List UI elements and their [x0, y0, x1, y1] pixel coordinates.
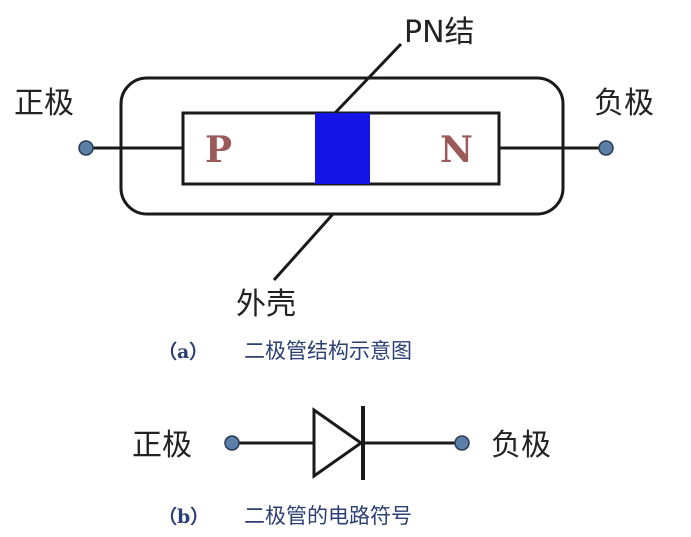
right-terminal-label: 负极 — [594, 86, 654, 121]
right-terminal-dot — [598, 140, 614, 156]
diode-circuit-symbol-diagram: 正极 负极 （b） 二极管的电路符号 — [132, 406, 551, 528]
caption-b-text: 二极管的电路符号 — [244, 504, 412, 528]
symbol-right-terminal-dot — [454, 435, 470, 451]
symbol-right-terminal-label: 负极 — [491, 428, 551, 463]
left-terminal-dot — [78, 140, 94, 156]
diode-structure-diagram: PN结 正极 负极 P N 外壳 （a） 二极管结构示意图 — [14, 15, 654, 363]
casing-label: 外壳 — [236, 287, 296, 322]
pn-junction-block — [315, 113, 370, 184]
caption-a-tag: （a） — [158, 340, 208, 363]
symbol-left-terminal-label: 正极 — [132, 428, 192, 463]
caption-a-text: 二极管结构示意图 — [244, 339, 412, 363]
n-region-label: N — [440, 129, 473, 171]
casing-outline — [119, 76, 565, 216]
pn-junction-label: PN结 — [404, 15, 475, 50]
symbol-left-terminal-dot — [224, 435, 240, 451]
diode-triangle-symbol — [312, 407, 364, 479]
p-region-label: P — [205, 129, 232, 171]
casing-pointer — [272, 213, 335, 281]
caption-b-tag: （b） — [158, 505, 209, 528]
pn-junction-pointer — [333, 42, 403, 115]
left-terminal-label: 正极 — [14, 86, 74, 121]
